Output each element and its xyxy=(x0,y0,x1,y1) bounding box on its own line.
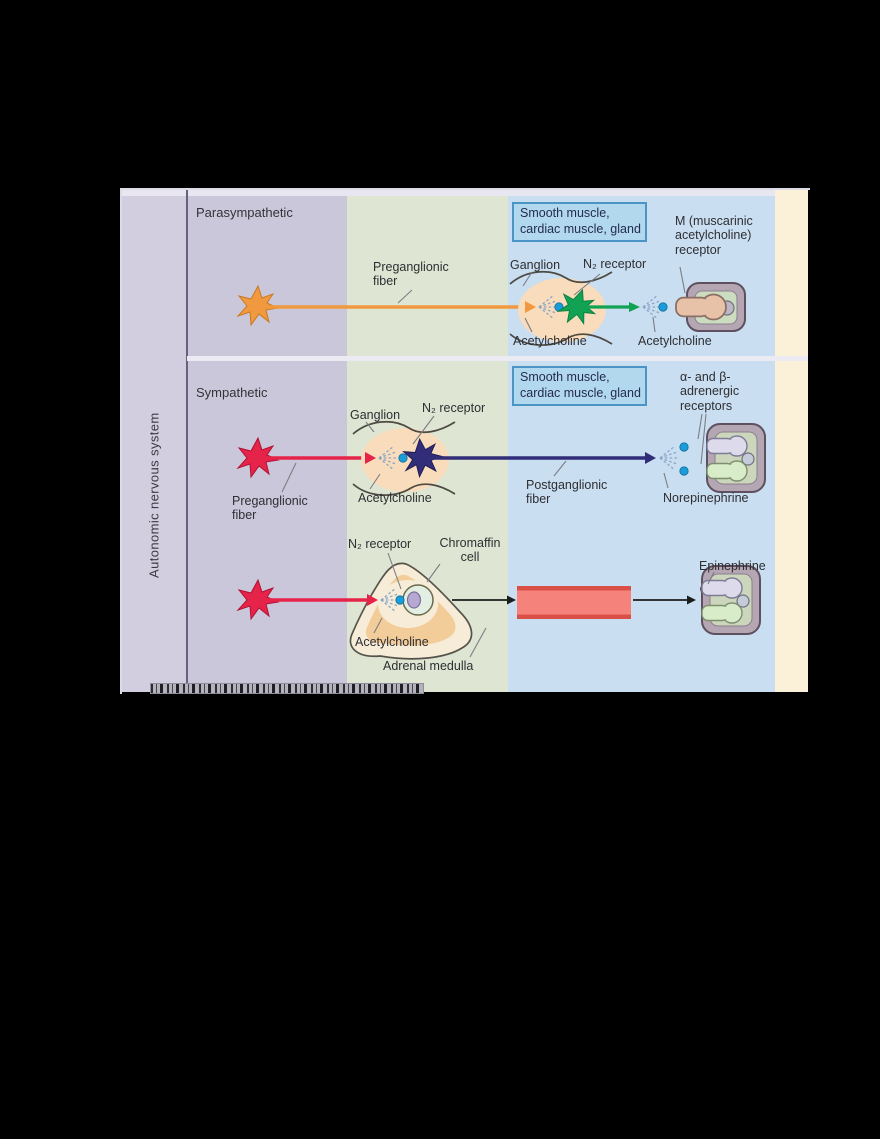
n2-receptor-label: N₂ receptor xyxy=(348,537,412,551)
ganglion-label: Ganglion xyxy=(510,258,561,272)
chromaffin-cell-nucleus xyxy=(406,591,422,609)
norepinephrine-molecule xyxy=(679,466,689,476)
illegible-caption-strip xyxy=(150,683,424,694)
autonomic-nervous-system-diagram: Autonomic nervous system Parasympathetic… xyxy=(120,188,810,694)
acetylcholine-molecule xyxy=(395,595,405,605)
acetylcholine-label: Acetylcholine xyxy=(355,635,429,649)
effector-target-box: Smooth muscle, cardiac muscle, gland xyxy=(512,366,647,407)
adrenergic-receptors-label: α- and β-adrenergic receptors xyxy=(680,370,740,413)
page-margin-strip xyxy=(775,190,808,692)
frame-top-edge xyxy=(120,188,810,190)
acetylcholine-label: Acetylcholine xyxy=(358,491,432,505)
target-box-line2: cardiac muscle, gland xyxy=(520,221,641,236)
sidebar-divider-line xyxy=(186,190,188,692)
acetylcholine-label: Acetylcholine xyxy=(513,334,587,348)
row-divider-line xyxy=(187,356,808,361)
sympathetic-row-label: Sympathetic xyxy=(196,385,268,400)
sympathetic-effector-terminal xyxy=(645,452,656,464)
adrenal-medulla-label: Adrenal medulla xyxy=(383,659,474,673)
sympathetic-synapse-terminal xyxy=(365,452,376,464)
muscarinic-receptor-label: M (muscarinic acetylcholine) receptor xyxy=(675,214,753,257)
target-box-line2: cardiac muscle, gland xyxy=(520,385,641,400)
chromaffin-cell-label: Chromaffin cell xyxy=(439,536,501,565)
target-box-line1: Smooth muscle, xyxy=(520,370,610,384)
parasympathetic-row-label: Parasympathetic xyxy=(196,205,293,220)
adrenal-medulla xyxy=(349,562,473,660)
n2-receptor-label: N₂ receptor xyxy=(422,401,486,415)
target-box-line1: Smooth muscle, xyxy=(520,206,610,220)
adrenergic-receptor-complex xyxy=(702,566,760,634)
frame-left-edge xyxy=(120,188,122,694)
pointer-lines xyxy=(281,266,715,658)
acetylcholine-molecule xyxy=(398,453,408,463)
sidebar-column xyxy=(122,190,186,692)
preganglionic-fiber-label: Preganglionic fiber xyxy=(373,260,449,289)
n2-receptor-label: N₂ receptor xyxy=(583,257,647,271)
acetylcholine-molecule xyxy=(658,302,668,312)
postganglionic-fiber-label: Postganglionic fiber xyxy=(526,478,608,507)
acetylcholine-spray xyxy=(642,294,662,320)
epinephrine-label: Epinephrine xyxy=(699,559,766,573)
adrenal-synapse-terminal xyxy=(367,594,378,606)
muscarinic-receptor xyxy=(675,282,746,332)
preganglionic-fiber-label: Preganglionic fiber xyxy=(232,494,308,523)
parasympathetic-effector-terminal xyxy=(629,302,640,312)
ganglion-label: Ganglion xyxy=(350,408,401,422)
blood-vessel xyxy=(517,586,631,619)
top-strip xyxy=(122,190,775,196)
diagram-artwork xyxy=(237,266,808,660)
norepinephrine-molecule xyxy=(679,442,689,452)
acetylcholine-label: Acetylcholine xyxy=(638,334,712,348)
diagram-frame: Autonomic nervous system Parasympathetic… xyxy=(122,190,808,694)
effector-target-box: Smooth muscle, cardiac muscle, gland xyxy=(512,202,647,243)
parasympathetic-synapse-terminal xyxy=(525,301,536,313)
adrenergic-receptor-complex xyxy=(707,424,765,492)
norepinephrine-spray xyxy=(659,445,679,471)
circulation-arrowhead xyxy=(687,595,696,605)
norepinephrine-label: Norepinephrine xyxy=(663,491,749,505)
secretion-arrowhead xyxy=(507,595,516,605)
sidebar-label: Autonomic nervous system xyxy=(146,412,162,578)
